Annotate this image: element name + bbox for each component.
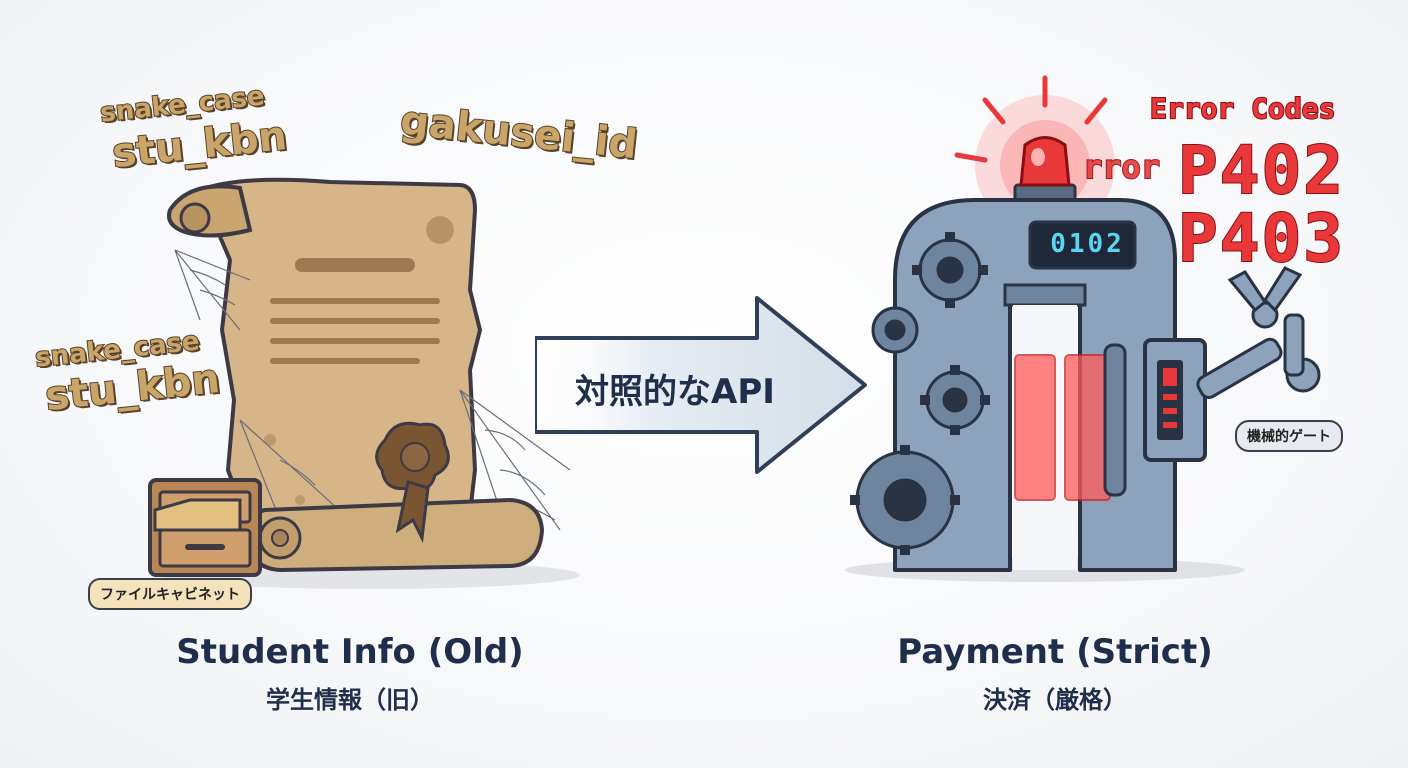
payment-gate-illustration: [845, 75, 1321, 582]
old-scroll-illustration: [148, 177, 580, 589]
cabinet-label: ファイルキャビネット: [88, 578, 252, 610]
error-prefix: rror: [1082, 147, 1161, 187]
left-caption-ja: 学生情報（旧）: [266, 686, 434, 714]
error-code-p402: P402: [1177, 131, 1345, 210]
arrow-icon: [535, 296, 867, 474]
gate-display: 0102: [1050, 229, 1125, 259]
gate-label: 機械的ゲート: [1235, 420, 1343, 452]
right-caption-en: Payment (Strict): [897, 632, 1213, 672]
right-caption-ja: 決済（厳格）: [983, 686, 1127, 714]
error-codes-title: Error Codes: [1149, 91, 1336, 126]
left-caption-en: Student Info (Old): [176, 632, 524, 672]
tag-gakusei-id: gakusei_id: [397, 97, 640, 170]
error-code-p403: P403: [1177, 199, 1345, 278]
arrow-label: 対照的なAPI: [575, 372, 775, 412]
